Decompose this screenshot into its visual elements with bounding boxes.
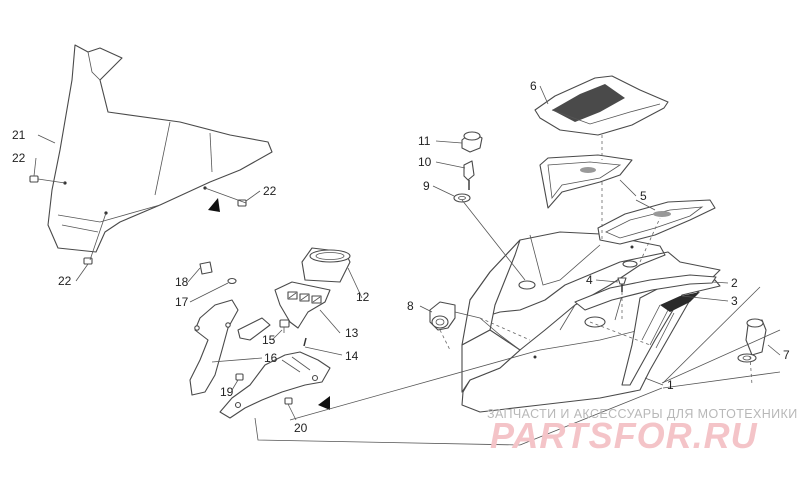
callout-22-right: 22: [263, 184, 277, 198]
screw-22-left: [29, 175, 39, 183]
pin-14: [303, 337, 307, 347]
callout-22-left: 22: [12, 151, 26, 165]
windshield: [47, 44, 273, 253]
fastener-4: [617, 277, 627, 292]
nut-18: [199, 261, 213, 275]
callout-13: 13: [345, 326, 359, 340]
callout-labels: 21 22 22 22 18 17 16 15 14 13 12 19 20 1…: [12, 79, 790, 435]
gauge-bracket-13: [274, 281, 331, 329]
leader-lines: [33, 85, 781, 446]
watermark-tagline: ЗАПЧАСТИ И АКСЕССУАРЫ ДЛЯ МОТОТЕХНИКИ: [487, 407, 798, 421]
gauge-12: [301, 247, 351, 283]
callout-11: 11: [418, 134, 431, 148]
upper-frame: [574, 274, 717, 311]
alignment-dashes: [439, 135, 753, 386]
part-10-key: [463, 160, 475, 190]
screw-20: [284, 397, 293, 405]
watermark: ЗАПЧАСТИ И АКСЕССУАРЫ ДЛЯ МОТОТЕХНИКИ PA…: [487, 407, 798, 456]
direction-arrow-left: [208, 198, 220, 212]
callout-15: 15: [262, 333, 276, 347]
callout-21: 21: [12, 128, 26, 142]
callout-17: 17: [175, 295, 189, 309]
callout-19: 19: [220, 385, 234, 399]
callout-20: 20: [294, 421, 308, 435]
callout-1: 1: [667, 378, 674, 392]
callout-10: 10: [418, 155, 432, 169]
callout-22-bottom: 22: [58, 274, 72, 288]
callout-7: 7: [783, 348, 790, 362]
direction-arrow-bracket: [318, 396, 330, 410]
callout-4: 4: [586, 273, 593, 287]
callout-2: 2: [731, 276, 738, 290]
part-9-nut: [453, 193, 471, 203]
callout-6: 6: [530, 79, 537, 93]
mounting-bracket: [189, 299, 271, 396]
bolt-15: [279, 319, 290, 333]
vent-bezel-upper: [539, 154, 633, 209]
screw-22-bottom: [83, 257, 93, 265]
part-11-cap: [461, 131, 483, 153]
callout-5: 5: [640, 189, 647, 203]
callout-8: 8: [407, 299, 414, 313]
mesh-grille: [534, 75, 669, 136]
watermark-brand: PARTSFOR.RU: [490, 415, 758, 456]
washer-17: [227, 277, 237, 285]
callout-16: 16: [264, 351, 278, 365]
callout-12: 12: [356, 290, 370, 304]
screw-19: [235, 373, 244, 381]
callout-18: 18: [175, 275, 189, 289]
switch-7: [737, 318, 767, 363]
callout-3: 3: [731, 294, 738, 308]
callout-9: 9: [423, 179, 430, 193]
lower-bracket: [219, 351, 331, 419]
callout-14: 14: [345, 349, 359, 363]
socket-8: [429, 301, 456, 331]
vent-bezel-lower: [597, 199, 716, 245]
